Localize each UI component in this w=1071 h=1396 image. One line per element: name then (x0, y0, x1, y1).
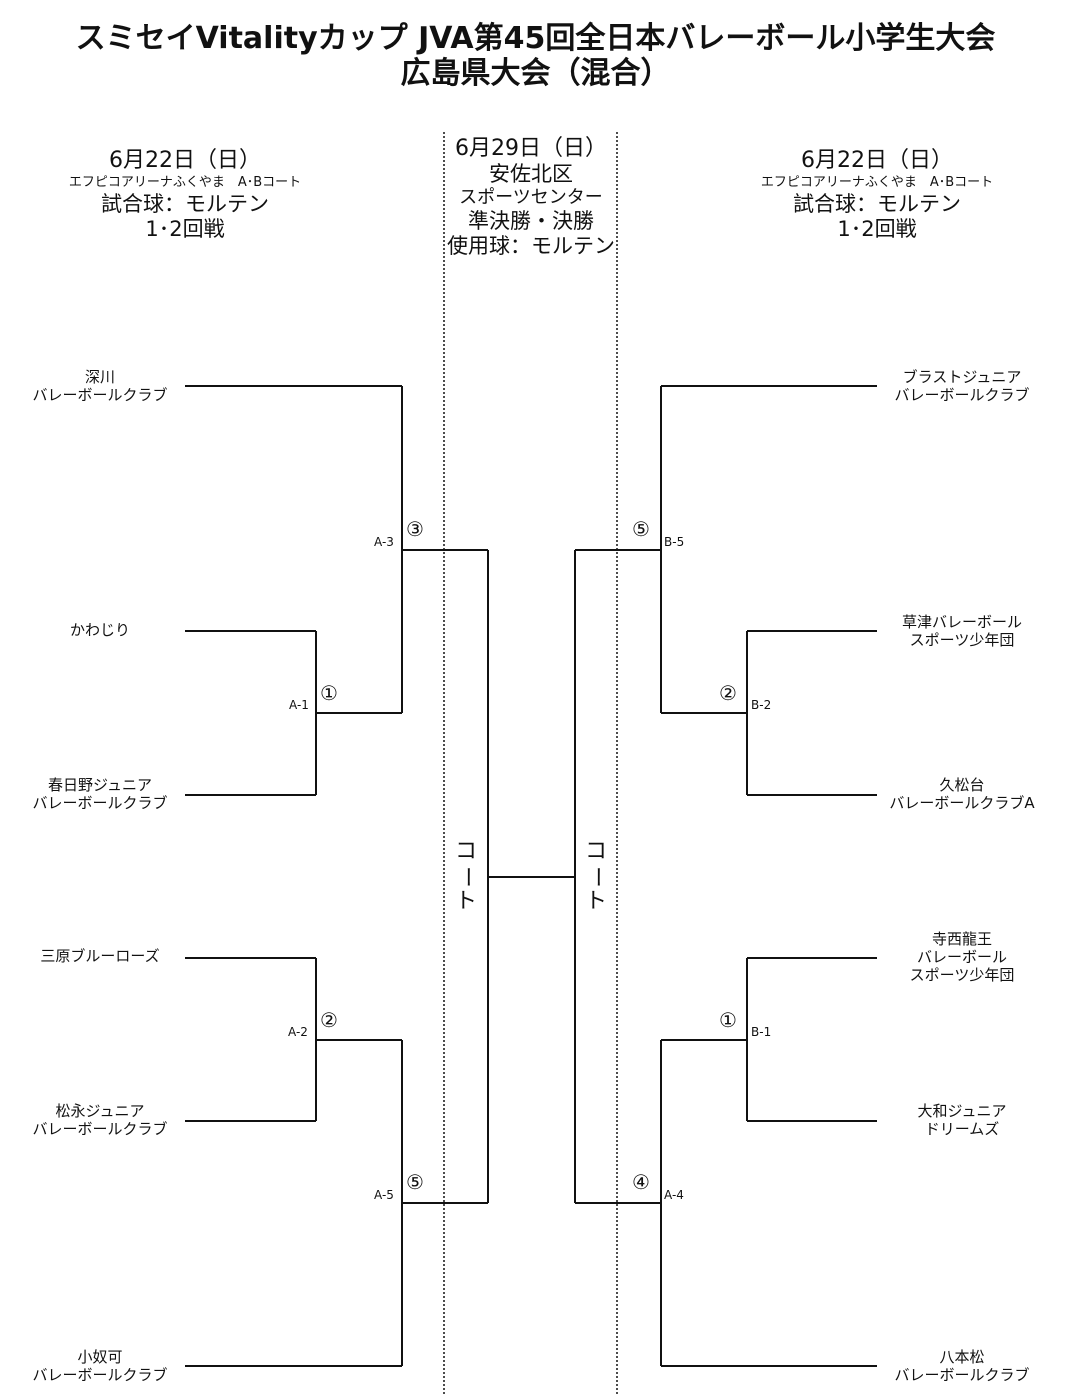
team-name-line: バレーボールクラブ (894, 1366, 1030, 1384)
match-a1-order: ① (320, 681, 338, 705)
center-header-ball: 使用球：モルテン (447, 234, 615, 258)
team-name-line: 春日野ジュニア (48, 776, 152, 794)
right-header: 6月22日（日） エフピコアリーナふくやま A･Bコート 試合球：モルテン 1･… (732, 148, 1022, 242)
match-a2-code: A-2 (288, 1025, 308, 1039)
title-line2: 広島県大会（混合） (400, 56, 671, 91)
court-char: コ (454, 839, 477, 864)
left-header-rounds: 1･2回戦 (145, 217, 225, 241)
match-a3-order: ③ (406, 517, 424, 541)
match-b1-code: B-1 (751, 1025, 772, 1039)
match-a2-order: ② (320, 1008, 338, 1032)
team-name-line: 三原ブルーローズ (40, 947, 160, 965)
right-header-ball: 試合球：モルテン (793, 192, 961, 216)
match-a1-code: A-1 (289, 698, 309, 712)
left-team-6: 小奴可 バレーボールクラブ (0, 1348, 200, 1384)
match-b2-code: B-2 (751, 698, 772, 712)
left-team-2: かわじり (0, 621, 200, 639)
right-team-3: 久松台 バレーボールクラブA (862, 776, 1062, 812)
right-team-1: ブラストジュニア バレーボールクラブ (862, 368, 1062, 404)
team-name-line: バレーボールクラブ (32, 1120, 168, 1138)
court-char: ト (454, 889, 477, 914)
team-name-line: 草津バレーボール (901, 613, 1022, 631)
team-name-line: バレーボールクラブ (32, 794, 168, 812)
court-char: ー (454, 866, 479, 888)
right-team-6: 八本松 バレーボールクラブ (862, 1348, 1062, 1384)
left-team-1: 深川 バレーボールクラブ (0, 368, 200, 404)
center-header-venue1: 安佐北区 (489, 162, 573, 186)
match-a3-code: A-3 (374, 535, 394, 549)
court-char: ト (584, 889, 607, 914)
team-name-line: 寺西龍王 (931, 930, 992, 948)
court-label-left: コ ー ト (452, 838, 480, 916)
left-header-date: 6月22日（日） (109, 148, 261, 173)
team-name-line: バレーボールクラブ (32, 1366, 168, 1384)
court-label-right: コ ー ト (582, 838, 610, 916)
team-name-line: ブラストジュニア (902, 368, 1022, 386)
left-header: 6月22日（日） エフピコアリーナふくやま A･Bコート 試合球：モルテン 1･… (40, 148, 330, 242)
left-header-ball: 試合球：モルテン (101, 192, 269, 216)
left-team-4: 三原ブルーローズ (0, 947, 200, 965)
match-b1-order: ① (719, 1008, 737, 1032)
center-header-rounds: 準決勝・決勝 (468, 209, 594, 233)
match-a4-code: A-4 (664, 1188, 684, 1202)
team-name-line: 小奴可 (77, 1348, 123, 1366)
center-header-date: 6月29日（日） (455, 136, 607, 161)
team-name-line: 松永ジュニア (55, 1102, 145, 1120)
right-team-4: 寺西龍王 バレーボール スポーツ少年団 (862, 930, 1062, 984)
match-a4-order: ④ (632, 1170, 650, 1194)
title-line1: スミセイVitalityカップ JVA第45回全日本バレーボール小学生大会 (75, 21, 996, 56)
team-name-line: ドリームズ (924, 1120, 1000, 1138)
court-char: コ (584, 839, 607, 864)
match-a5-code: A-5 (374, 1188, 394, 1202)
center-header-venue2: スポーツセンター (459, 187, 603, 208)
right-header-date: 6月22日（日） (801, 148, 953, 173)
team-name-line: 深川 (84, 368, 115, 386)
team-name-line: バレーボールクラブA (889, 794, 1035, 812)
team-name-line: スポーツ少年団 (909, 631, 1015, 649)
team-name-line: かわじり (69, 621, 130, 639)
team-name-line: バレーボールクラブ (894, 386, 1030, 404)
center-header: 6月29日（日） 安佐北区 スポーツセンター 準決勝・決勝 使用球：モルテン (445, 136, 617, 259)
team-name-line: 久松台 (939, 776, 985, 794)
right-header-venue: エフピコアリーナふくやま A･Bコート (760, 175, 994, 190)
match-b5-code: B-5 (664, 535, 685, 549)
team-name-line: バレーボールクラブ (32, 386, 168, 404)
match-a5-order: ⑤ (406, 1170, 424, 1194)
left-team-5: 松永ジュニア バレーボールクラブ (0, 1102, 200, 1138)
team-name-line: スポーツ少年団 (909, 966, 1015, 984)
team-name-line: 大和ジュニア (917, 1102, 1007, 1120)
left-header-venue: エフピコアリーナふくやま A･Bコート (68, 175, 302, 190)
match-b2-order: ② (719, 681, 737, 705)
left-team-3: 春日野ジュニア バレーボールクラブ (0, 776, 200, 812)
team-name-line: バレーボール (916, 948, 1007, 966)
right-team-2: 草津バレーボール スポーツ少年団 (862, 613, 1062, 649)
right-team-5: 大和ジュニア ドリームズ (862, 1102, 1062, 1138)
match-b5-order: ⑤ (632, 517, 650, 541)
court-char: ー (584, 866, 609, 888)
right-header-rounds: 1･2回戦 (837, 217, 917, 241)
team-name-line: 八本松 (939, 1348, 985, 1366)
